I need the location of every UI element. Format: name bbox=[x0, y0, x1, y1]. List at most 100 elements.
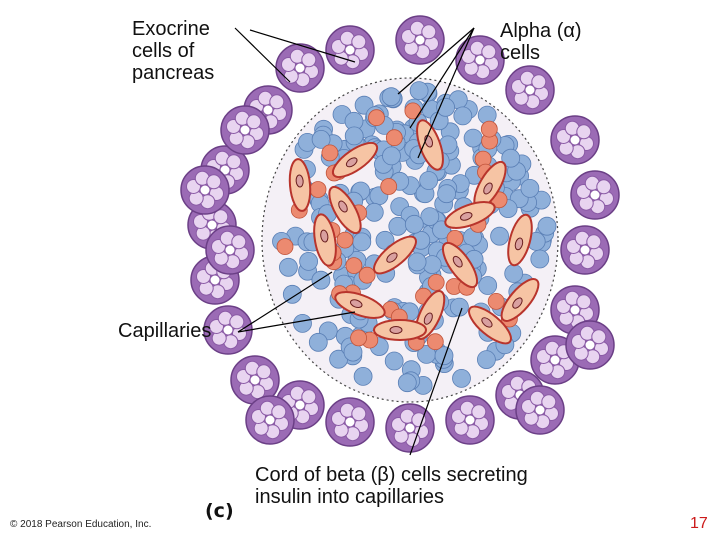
exocrine-acinus bbox=[560, 225, 610, 275]
exocrine-acinus bbox=[565, 320, 615, 370]
beta-cell bbox=[278, 257, 298, 277]
beta-cell bbox=[381, 87, 401, 107]
exocrine-acinus bbox=[203, 305, 253, 355]
beta-cell bbox=[311, 129, 331, 149]
beta-cell bbox=[501, 148, 521, 168]
capillary bbox=[373, 235, 417, 275]
beta-cell bbox=[352, 232, 372, 252]
alpha-cell bbox=[480, 120, 498, 138]
beta-cell bbox=[404, 214, 424, 234]
alpha-cell bbox=[345, 257, 363, 275]
leader-line bbox=[249, 29, 356, 63]
capillary bbox=[331, 141, 379, 179]
beta-cell bbox=[452, 368, 471, 388]
exocrine-acinus bbox=[220, 105, 270, 155]
exocrine-acinus bbox=[395, 15, 445, 65]
exocrine-acinus bbox=[325, 25, 375, 75]
page-number: 17 bbox=[690, 515, 708, 532]
exocrine-acinus bbox=[245, 395, 295, 445]
exocrine-acinus bbox=[570, 170, 620, 220]
alpha-label-line-2: cells bbox=[500, 42, 541, 64]
beta-label-line-2: insulin into capillaries bbox=[255, 486, 444, 508]
capillary bbox=[500, 278, 540, 322]
beta-cell bbox=[407, 252, 427, 272]
beta-cell bbox=[409, 81, 429, 100]
alpha-cell bbox=[358, 266, 376, 284]
beta-cell bbox=[476, 350, 496, 370]
leader-line bbox=[409, 307, 463, 456]
beta-cell bbox=[530, 249, 550, 269]
beta-cell bbox=[293, 313, 312, 333]
beta-cell bbox=[520, 178, 540, 198]
capillary bbox=[288, 158, 312, 212]
beta-cell bbox=[308, 332, 328, 352]
alpha-cell bbox=[385, 129, 403, 147]
capillary bbox=[334, 291, 386, 319]
leader-line bbox=[417, 27, 475, 159]
exocrine-label-line-3: pancreas bbox=[132, 62, 215, 84]
exocrine-label-line-2: cells of bbox=[132, 40, 195, 62]
capillary bbox=[468, 305, 512, 345]
alpha-cell bbox=[427, 273, 445, 291]
beta-cell bbox=[353, 366, 373, 386]
beta-cell bbox=[420, 207, 440, 227]
beta-cell bbox=[436, 97, 456, 117]
beta-cell bbox=[453, 106, 473, 126]
alpha-cell bbox=[350, 329, 368, 347]
beta-cell bbox=[282, 284, 302, 304]
beta-cell bbox=[434, 346, 454, 366]
exocrine-acinus bbox=[550, 115, 600, 165]
capillary bbox=[441, 241, 479, 289]
alpha-cell bbox=[321, 144, 339, 162]
beta-cell bbox=[478, 276, 498, 295]
exocrine-acinus bbox=[505, 65, 555, 115]
copyright-notice: © 2018 Pearson Education, Inc. bbox=[10, 519, 152, 530]
beta-cell bbox=[384, 351, 404, 371]
beta-cell bbox=[344, 126, 364, 146]
beta-cell bbox=[397, 373, 417, 393]
beta-label-line-1: Cord of beta (β) cells secreting bbox=[255, 464, 528, 486]
exocrine-label-line-1: Exocrine bbox=[132, 18, 210, 40]
leader-line bbox=[234, 27, 291, 83]
exocrine-acinus bbox=[445, 395, 495, 445]
capillary bbox=[507, 213, 533, 267]
pancreatic-islet bbox=[261, 77, 559, 403]
beta-cell-cord-label: Cord of beta (β) cells secreting insulin… bbox=[255, 464, 528, 508]
exocrine-acinus bbox=[180, 165, 230, 215]
alpha-cell bbox=[487, 292, 505, 310]
alpha-cell bbox=[309, 181, 327, 198]
panel-letter: (c) bbox=[205, 500, 234, 522]
beta-cell bbox=[299, 251, 319, 271]
alpha-cell bbox=[368, 109, 385, 127]
beta-cell bbox=[419, 171, 439, 190]
exocrine-acinus bbox=[325, 397, 375, 447]
capillary bbox=[373, 319, 427, 341]
beta-cell bbox=[490, 226, 510, 246]
alpha-cell bbox=[404, 102, 422, 120]
beta-cell bbox=[388, 216, 408, 236]
leader-lines bbox=[234, 27, 475, 456]
exocrine-acinus bbox=[385, 403, 435, 453]
beta-cell bbox=[437, 184, 457, 204]
exocrine-cells-label: Exocrine cells of pancreas bbox=[132, 18, 214, 84]
leader-line bbox=[397, 27, 475, 95]
beta-cell bbox=[311, 270, 331, 290]
capillary bbox=[313, 213, 337, 267]
alpha-cell bbox=[380, 178, 398, 195]
exocrine-acinus bbox=[455, 35, 505, 85]
beta-cell bbox=[463, 128, 483, 148]
beta-cell bbox=[504, 264, 524, 283]
alpha-cell bbox=[426, 333, 444, 351]
leader-line bbox=[237, 311, 356, 333]
exocrine-acini bbox=[180, 15, 620, 453]
capillaries-label: Capillaries bbox=[118, 320, 212, 342]
leader-line bbox=[409, 27, 475, 129]
beta-cell bbox=[449, 297, 469, 317]
leader-line bbox=[237, 271, 333, 333]
beta-cell bbox=[382, 146, 401, 166]
beta-cell bbox=[364, 202, 384, 222]
exocrine-acinus bbox=[205, 225, 255, 275]
alpha-cell bbox=[336, 231, 354, 249]
